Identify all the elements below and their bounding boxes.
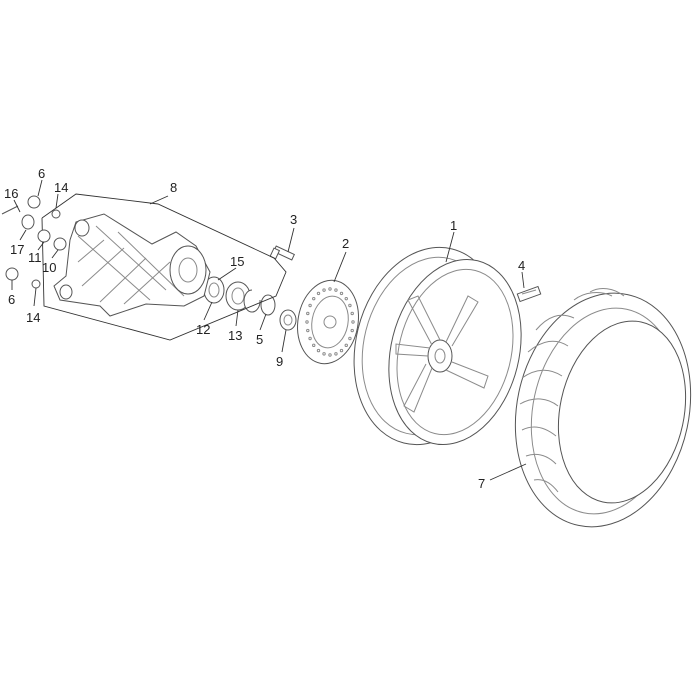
group-outline — [41, 193, 287, 341]
disc-hole — [316, 291, 321, 296]
disc-hole — [350, 311, 354, 316]
callout-14-bottom: 14 — [26, 310, 40, 325]
callout-7: 7 — [478, 476, 485, 491]
spacer — [279, 309, 297, 331]
disc-hole — [305, 320, 309, 324]
disc-hole — [348, 303, 352, 308]
callout-11: 11 — [28, 250, 42, 265]
callout-13: 13 — [228, 328, 242, 343]
callout-6-top: 6 — [38, 166, 45, 181]
disc-hole — [316, 348, 321, 353]
disc-hole — [339, 348, 344, 353]
callout-16: 16 — [4, 186, 18, 201]
small-hardware — [1, 195, 67, 289]
callout-8: 8 — [170, 180, 177, 195]
disc-hole — [308, 303, 312, 308]
disc-hole — [306, 328, 310, 333]
disc-hole — [334, 288, 338, 292]
callout-1: 1 — [450, 218, 457, 233]
disc-hole — [351, 320, 355, 324]
disc-hole — [328, 287, 332, 291]
bolt — [269, 245, 295, 261]
leader-lines — [11, 179, 527, 481]
disc-hole — [348, 336, 352, 341]
disc-hole — [350, 328, 354, 333]
valve-stem — [516, 285, 542, 303]
callout-15: 15 — [230, 254, 244, 269]
disc-hole — [339, 291, 344, 296]
disc-hole — [308, 336, 312, 341]
disc-hole — [312, 296, 316, 301]
callout-labels: 1 2 3 4 5 6 6 7 8 9 10 11 12 13 14 14 15… — [4, 166, 525, 491]
wheel-rim — [353, 246, 522, 446]
disc-hole — [322, 352, 326, 356]
disc-hole — [312, 343, 316, 348]
callout-14-top: 14 — [54, 180, 68, 195]
callout-12: 12 — [196, 322, 210, 337]
disc-hole — [306, 311, 310, 316]
callout-4: 4 — [518, 258, 525, 273]
disc-hole — [328, 353, 332, 357]
disc-hole — [322, 288, 326, 292]
bearing-set — [203, 276, 276, 316]
callout-17: 17 — [10, 242, 24, 257]
disc-hole — [344, 343, 348, 348]
disc-hole — [334, 352, 338, 356]
brake-disc — [297, 279, 359, 365]
callout-6-bottom: 6 — [8, 292, 15, 307]
callout-10: 10 — [42, 260, 56, 275]
disc-hole — [344, 296, 348, 301]
callout-3: 3 — [290, 212, 297, 227]
tyre — [514, 288, 692, 528]
callout-2: 2 — [342, 236, 349, 251]
swing-arm-bracket — [53, 213, 211, 317]
callout-5: 5 — [256, 332, 263, 347]
callout-9: 9 — [276, 354, 283, 369]
